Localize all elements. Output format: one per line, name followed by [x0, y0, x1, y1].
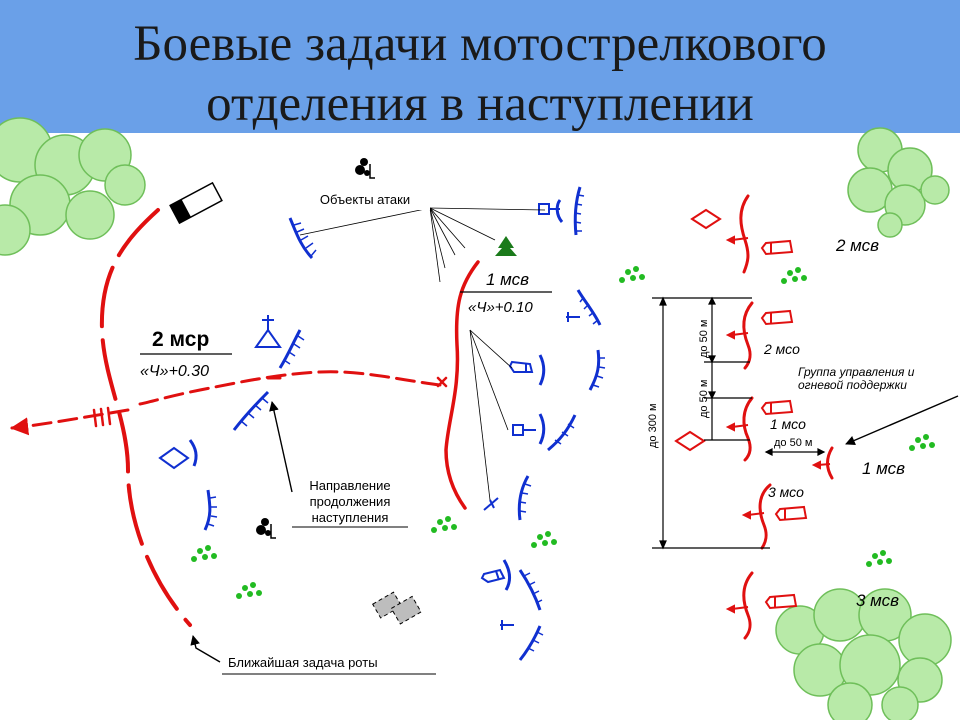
- direction-2msr-line: [138, 370, 442, 406]
- observation-post-icon-bottom: [256, 518, 276, 539]
- tree-cluster-top-right: [847, 127, 950, 238]
- dist-50-top-label: до 50 м: [698, 320, 710, 358]
- building-destroyed: [371, 591, 422, 625]
- company-task-line: [99, 208, 192, 627]
- dimension-lines: [652, 296, 826, 550]
- platoon-2msr-label: 2 мср: [152, 328, 209, 351]
- bushes: [191, 266, 935, 599]
- control-group-line-1: Группа управления и: [798, 365, 915, 379]
- tree-cluster-bottom-right: [775, 588, 952, 720]
- red-diamonds: [674, 208, 722, 452]
- attack-objects-label: Объекты атаки: [320, 192, 410, 207]
- leader-lines: [299, 207, 546, 501]
- tree-icon: [495, 236, 517, 256]
- nearest-task-label: Ближайшая задача роты: [228, 655, 378, 670]
- dist-50-side-label: до 50 м: [774, 437, 812, 449]
- squad-1msv-right-line: [826, 446, 834, 480]
- building-top-left: [169, 181, 223, 225]
- title-band: [0, 0, 960, 133]
- title-line-2: отделения в наступлении: [206, 76, 754, 132]
- continue-direction-line-2: продолжения: [310, 494, 391, 509]
- mso2-label: 2 мсо: [763, 341, 800, 357]
- slide-title: Боевые задачи мотострелкового отделения …: [0, 14, 960, 134]
- direction-2msr-arrow-line: [10, 408, 130, 436]
- dist-300-label: до 300 м: [647, 403, 659, 448]
- continue-direction-line-1: Направление: [309, 478, 390, 493]
- squad-1msv-line: [444, 260, 480, 510]
- enemy-weapons: [158, 203, 580, 630]
- msv2-label: 2 мсв: [835, 236, 879, 255]
- mso3-label: 3 мсо: [768, 484, 804, 500]
- msv1-right-label: 1 мсв: [862, 459, 905, 478]
- red-direction-arrows: [725, 235, 831, 614]
- squad-3msv-line: [742, 571, 754, 640]
- msv3-label: 3 мсв: [856, 591, 899, 610]
- squad-2msv-line: [739, 194, 750, 274]
- tree-cluster-top-left: [0, 117, 146, 256]
- control-group-line-2: огневой поддержки: [798, 378, 907, 392]
- pointer-arrows: [190, 395, 959, 663]
- dist-50-mid-label: до 50 м: [698, 380, 710, 418]
- labels: Объекты атаки 2 мср «Ч»+0.30 1 мсв «Ч»+0…: [140, 188, 915, 675]
- title-line-1: Боевые задачи мотострелкового: [133, 16, 827, 72]
- observation-post-icon-top: [355, 158, 375, 179]
- own-troops: [10, 194, 834, 640]
- continue-direction-line-3: наступления: [312, 510, 389, 525]
- squad-3mso-line: [758, 483, 772, 550]
- squad-1mso-line: [742, 396, 754, 462]
- attack-objects-bg: [300, 188, 430, 210]
- mso1-label: 1 мсо: [770, 416, 806, 432]
- enemy-positions: [188, 186, 606, 661]
- squad-1msv-label: 1 мсв: [486, 270, 529, 289]
- platoon-2msr-time: «Ч»+0.30: [140, 363, 209, 380]
- red-vehicles: [760, 239, 808, 610]
- squad-1msv-time: «Ч»+0.10: [468, 299, 533, 316]
- squad-2mso-line: [742, 301, 754, 370]
